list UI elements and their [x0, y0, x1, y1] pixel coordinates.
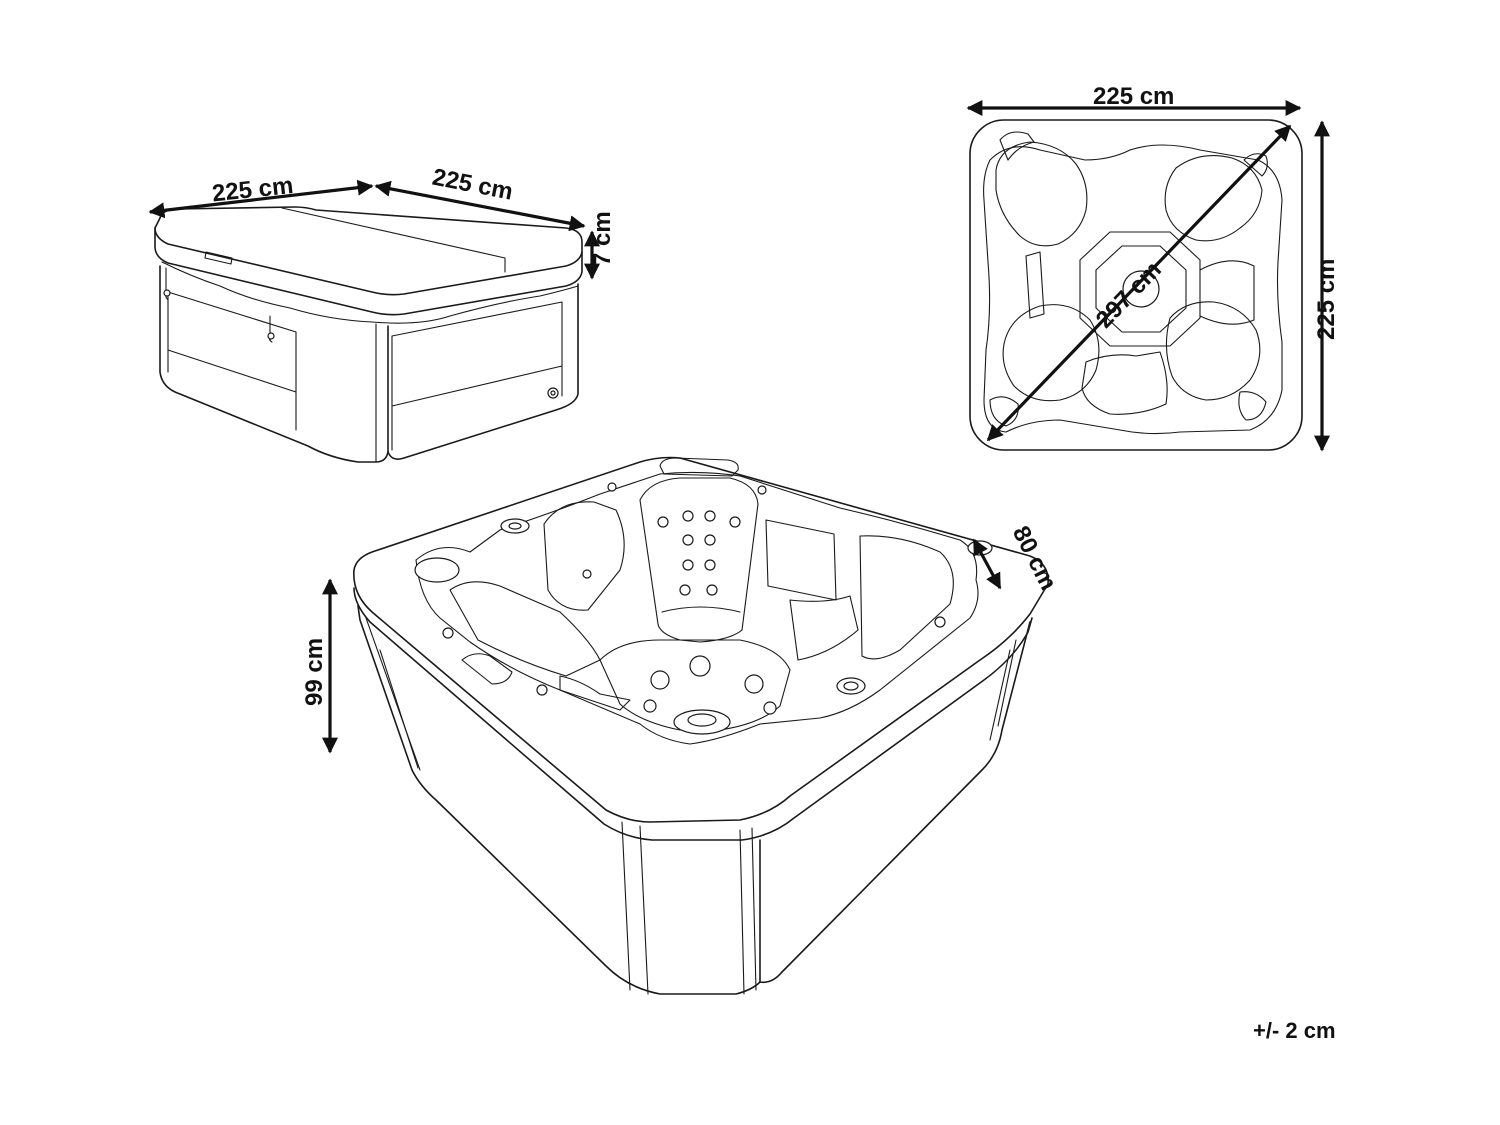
top-depth-label: 225 cm — [1313, 259, 1340, 340]
cover-depth-arrow — [374, 180, 586, 232]
top-width-label: 225 cm — [1093, 83, 1174, 110]
open-tub-drawing — [353, 456, 1049, 995]
cover-thickness-label: 7 cm — [589, 211, 616, 266]
cover-width-label: 225 cm — [211, 172, 295, 207]
inner-depth-arrow — [972, 538, 1002, 590]
cover-width-arrow — [148, 179, 374, 219]
inner-depth-label: 80 cm — [1007, 522, 1062, 595]
covered-tub-drawing — [154, 206, 583, 463]
height-label: 99 cm — [301, 638, 328, 706]
tolerance-note: +/- 2 cm — [1253, 1018, 1336, 1043]
diagonal-arrow — [986, 124, 1292, 442]
